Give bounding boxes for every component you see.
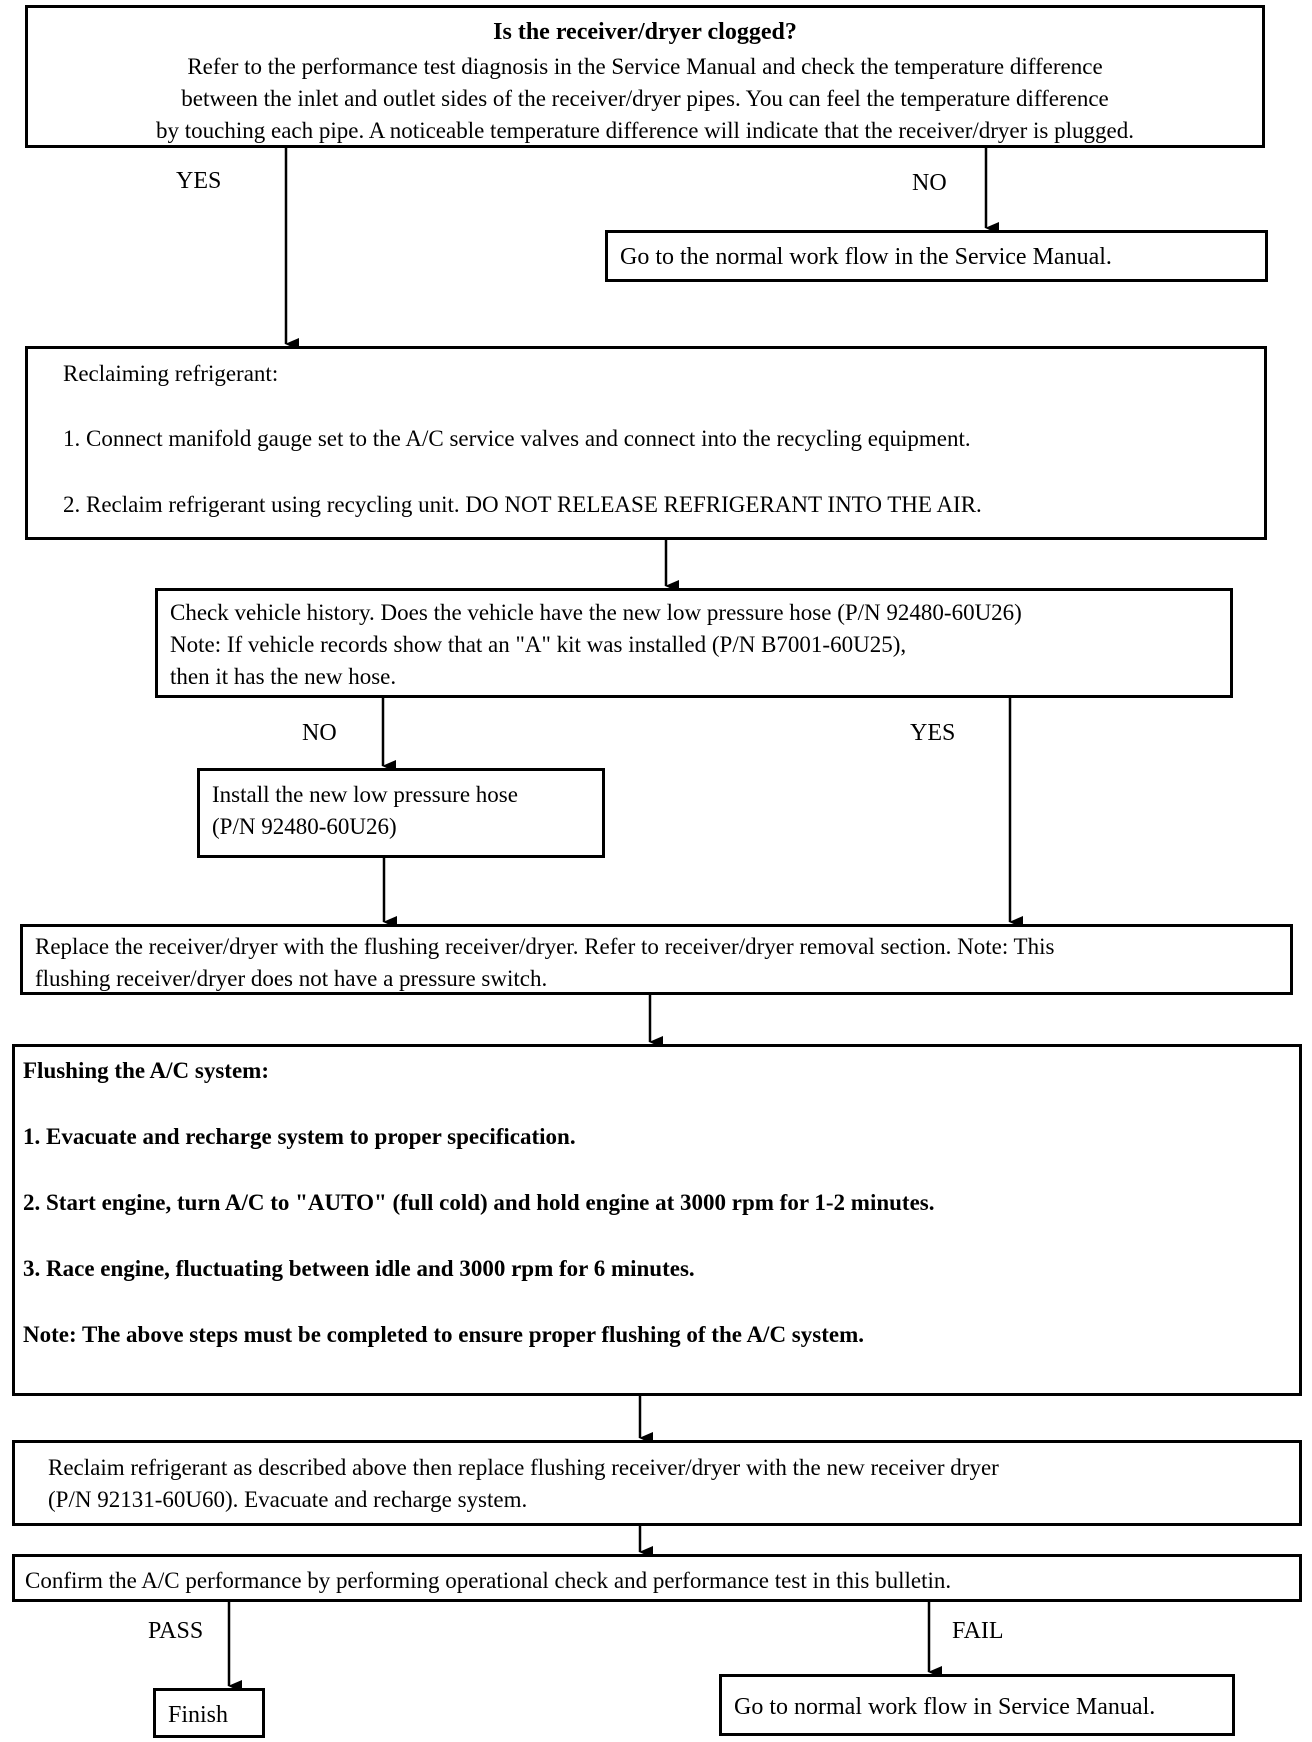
question-line-3: by touching each pipe. A noticeable temp… — [156, 118, 1134, 143]
install-hose-line-2: (P/N 92480-60U26) — [212, 814, 397, 839]
history-line-1: Check vehicle history. Does the vehicle … — [170, 600, 1022, 625]
label-yes-2: YES — [910, 720, 956, 746]
question-receiver-clogged: Is the receiver/dryer clogged? Refer to … — [25, 5, 1265, 148]
question-line-1: Refer to the performance test diagnosis … — [187, 54, 1103, 79]
history-line-2: Note: If vehicle records show that an "A… — [170, 632, 907, 657]
question-title: Is the receiver/dryer clogged? — [493, 19, 797, 45]
normal-work-flow-text: Go to the normal work flow in the Servic… — [620, 244, 1112, 270]
replace-receiver-box: Replace the receiver/dryer with the flus… — [20, 924, 1293, 995]
vehicle-history-box: Check vehicle history. Does the vehicle … — [155, 588, 1233, 698]
confirm-text: Confirm the A/C performance by performin… — [25, 1568, 952, 1593]
flushing-step-3: 3. Race engine, fluctuating between idle… — [23, 1256, 695, 1281]
reclaiming-step-2: 2. Reclaim refrigerant using recycling u… — [63, 492, 982, 517]
flushing-note: Note: The above steps must be completed … — [23, 1322, 864, 1347]
finish-text: Finish — [168, 1702, 229, 1728]
reclaiming-step-1: 1. Connect manifold gauge set to the A/C… — [63, 426, 971, 451]
replace-line-2: flushing receiver/dryer does not have a … — [35, 966, 548, 991]
normal-work-flow-box-2: Go to normal work flow in Service Manual… — [719, 1674, 1235, 1736]
label-no-1: NO — [912, 170, 947, 196]
confirm-performance-box: Confirm the A/C performance by performin… — [12, 1554, 1302, 1602]
replace-line-1: Replace the receiver/dryer with the flus… — [35, 934, 1055, 959]
install-hose-line-1: Install the new low pressure hose — [212, 782, 518, 807]
reclaim2-line-2: (P/N 92131-60U60). Evacuate and recharge… — [48, 1487, 528, 1512]
reclaiming-refrigerant-box: Reclaiming refrigerant: 1. Connect manif… — [25, 346, 1267, 540]
reclaiming-title: Reclaiming refrigerant: — [63, 361, 279, 386]
history-line-3: then it has the new hose. — [170, 664, 397, 689]
flushing-system-box: Flushing the A/C system: 1. Evacuate and… — [12, 1044, 1302, 1396]
finish-box: Finish — [153, 1688, 265, 1738]
flushing-title: Flushing the A/C system: — [23, 1058, 269, 1083]
label-yes-1: YES — [176, 168, 222, 194]
reclaim2-line-1: Reclaim refrigerant as described above t… — [48, 1455, 999, 1480]
install-hose-box: Install the new low pressure hose (P/N 9… — [197, 768, 605, 858]
flushing-step-2: 2. Start engine, turn A/C to "AUTO" (ful… — [23, 1190, 935, 1215]
label-pass: PASS — [148, 1618, 204, 1644]
question-line-2: between the inlet and outlet sides of th… — [181, 86, 1109, 111]
reclaim-replace-box: Reclaim refrigerant as described above t… — [12, 1440, 1302, 1526]
label-fail: FAIL — [952, 1618, 1004, 1644]
flushing-step-1: 1. Evacuate and recharge system to prope… — [23, 1124, 576, 1149]
normal-work-flow-2-text: Go to normal work flow in Service Manual… — [734, 1694, 1156, 1720]
normal-work-flow-box: Go to the normal work flow in the Servic… — [605, 230, 1268, 282]
label-no-2: NO — [302, 720, 337, 746]
